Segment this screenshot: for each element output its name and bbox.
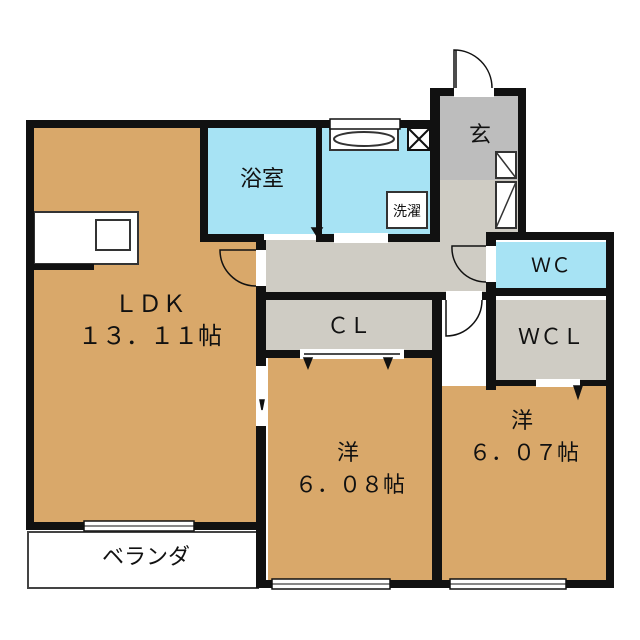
wcl-closet bbox=[496, 300, 606, 380]
wash-basin bbox=[329, 127, 399, 151]
cl-closet bbox=[266, 300, 432, 350]
western-2-size: ６．０７帖 bbox=[469, 441, 579, 466]
bath-label: 浴室 bbox=[240, 167, 284, 192]
wcl-label: ＷＣＬ bbox=[518, 325, 584, 350]
shoe-cabinet bbox=[495, 151, 517, 229]
ldk-size: １３．１１帖 bbox=[78, 322, 222, 350]
sliding-door-marks bbox=[259, 182, 584, 411]
bath-room bbox=[205, 128, 317, 234]
wc-room bbox=[496, 242, 606, 288]
washer-label: 洗濯 bbox=[393, 204, 421, 220]
windows bbox=[83, 118, 567, 590]
cl-label: ＣＬ bbox=[327, 314, 371, 339]
washer-space bbox=[386, 191, 428, 229]
balcony-label: ベランダ bbox=[102, 545, 190, 570]
ldk-label: ＬＤＫ bbox=[114, 290, 186, 318]
western-2-label: 洋 bbox=[511, 409, 533, 434]
kitchen-counter bbox=[33, 211, 139, 270]
western-room-1 bbox=[268, 358, 432, 580]
western-1-label: 洋 bbox=[337, 441, 359, 466]
wc-label: ＷＣ bbox=[531, 253, 571, 277]
western-1-size: ６．０８帖 bbox=[295, 473, 405, 498]
door-swings bbox=[219, 49, 493, 337]
duct-box bbox=[407, 127, 431, 151]
hallway bbox=[262, 240, 488, 292]
western-room-2 bbox=[440, 386, 606, 580]
entrance-label: 玄 bbox=[469, 123, 491, 148]
